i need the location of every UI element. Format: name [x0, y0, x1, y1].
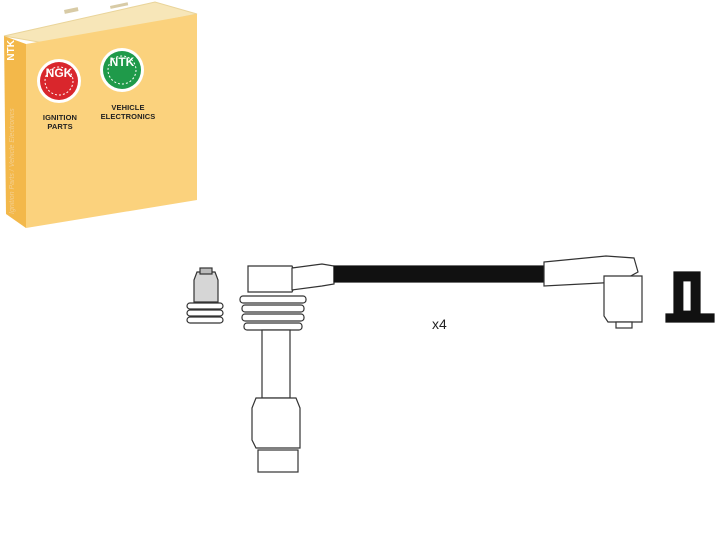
ngk-caption-line2: PARTS: [47, 121, 73, 131]
ntk-logo-text: NTK: [109, 55, 135, 69]
ngk-caption-line1: IGNITION: [42, 113, 78, 122]
ngk-logo-text: NGK: [45, 66, 73, 80]
spark-plug-terminal-icon: [186, 267, 224, 324]
coil-boot-icon: [543, 255, 643, 329]
ngk-logo: [37, 59, 81, 103]
coil-terminal-icon: [665, 271, 715, 323]
quantity-label: x4: [432, 316, 447, 332]
box-shape: [3, 1, 198, 228]
ngk-caption: IGNITION PARTS: [38, 113, 82, 131]
plug-boot-icon: [239, 265, 307, 473]
ntk-caption-line2: ELECTRONICS: [100, 111, 156, 121]
product-box: NTK Ignition Parts / Vehicle Electronics…: [0, 0, 200, 230]
ntk-logo: [100, 48, 144, 92]
ntk-caption: VEHICLE ELECTRONICS: [95, 103, 161, 121]
ntk-caption-line1: VEHICLE: [111, 103, 145, 112]
ignition-lead-icon: [291, 263, 545, 291]
